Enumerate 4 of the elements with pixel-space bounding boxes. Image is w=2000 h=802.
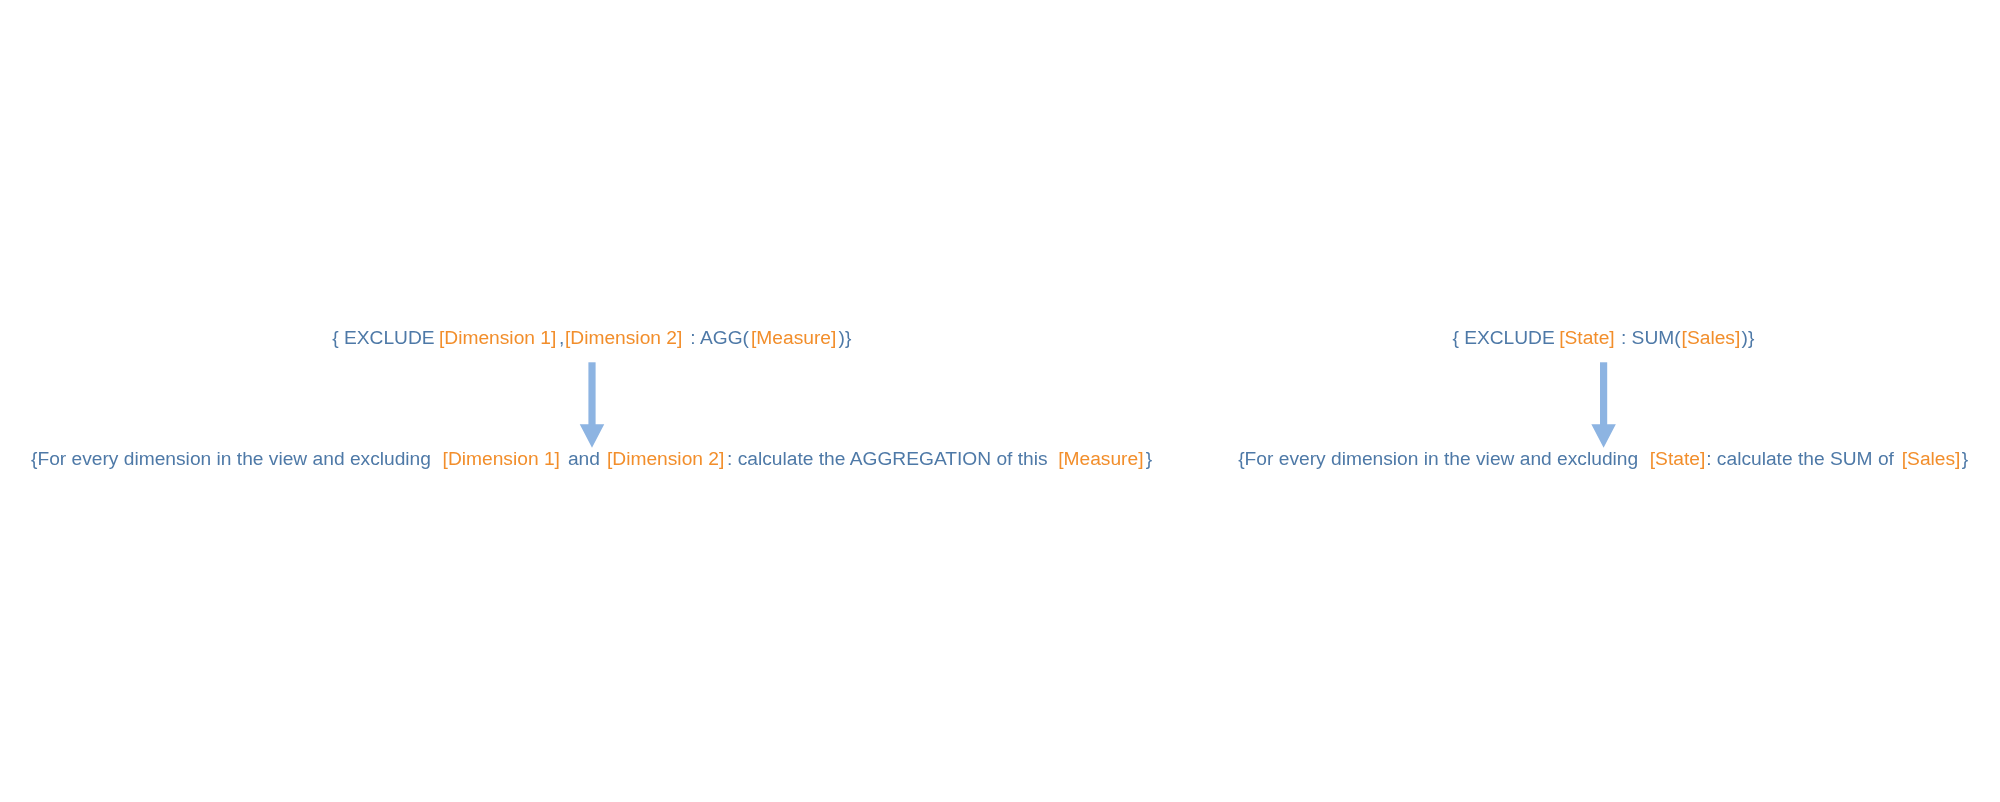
node-text: {For every dimension in the view and excluding [Dimension 1] and [Dimension 2]: calculate the AGGREGATION of this [Measure]} — [31, 447, 1153, 469]
node-text: { EXCLUDE [State] : SUM([Sales])} — [1452, 326, 1755, 348]
node-text: { EXCLUDE [Dimension 1],[Dimension 2] : AGG([Measure])} — [332, 326, 852, 348]
node-text: {For every dimension in the view and excluding [State]: calculate the SUM of [Sales]} — [1238, 447, 1969, 469]
